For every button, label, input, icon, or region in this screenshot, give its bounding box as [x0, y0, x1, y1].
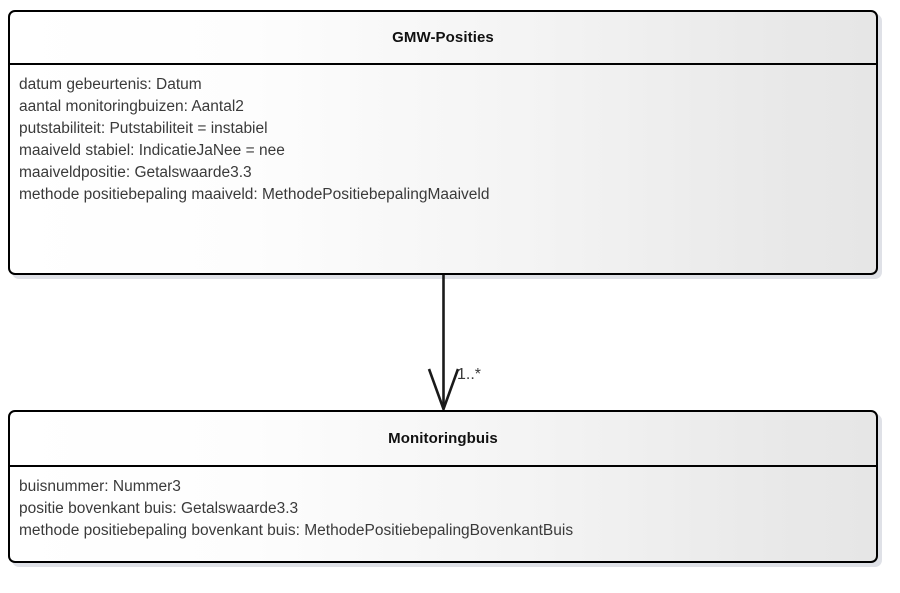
- uml-attribute-row: methode positiebepaling maaiveld: Method…: [19, 186, 490, 203]
- uml-attribute-compartment: datum gebeurtenis: Datum aantal monitori…: [10, 65, 876, 212]
- open-arrowhead-icon: [427, 368, 460, 413]
- uml-attribute-compartment: buisnummer: Nummer3 positie bovenkant bu…: [10, 467, 876, 548]
- uml-class-title-gmw-posities: GMW-Posities: [10, 12, 876, 65]
- uml-class-gmw-posities[interactable]: GMW-Posities datum gebeurtenis: Datum aa…: [8, 10, 878, 275]
- uml-attribute-row: maaiveldpositie: Getalswaarde3.3: [19, 164, 252, 181]
- uml-attribute-row: putstabiliteit: Putstabiliteit = instabi…: [19, 120, 268, 137]
- uml-class-monitoringbuis[interactable]: Monitoringbuis buisnummer: Nummer3 posit…: [8, 410, 878, 563]
- uml-attribute-row: aantal monitoringbuizen: Aantal2: [19, 98, 244, 115]
- uml-attribute-row: datum gebeurtenis: Datum: [19, 76, 202, 93]
- uml-attribute-row: buisnummer: Nummer3: [19, 478, 181, 495]
- multiplicity-label: 1..*: [457, 366, 482, 383]
- uml-class-title-monitoringbuis: Monitoringbuis: [10, 412, 876, 467]
- uml-attribute-row: maaiveld stabiel: IndicatieJaNee = nee: [19, 142, 285, 159]
- uml-attribute-row: positie bovenkant buis: Getalswaarde3.3: [19, 500, 299, 517]
- uml-attribute-row: methode positiebepaling bovenkant buis: …: [19, 522, 574, 539]
